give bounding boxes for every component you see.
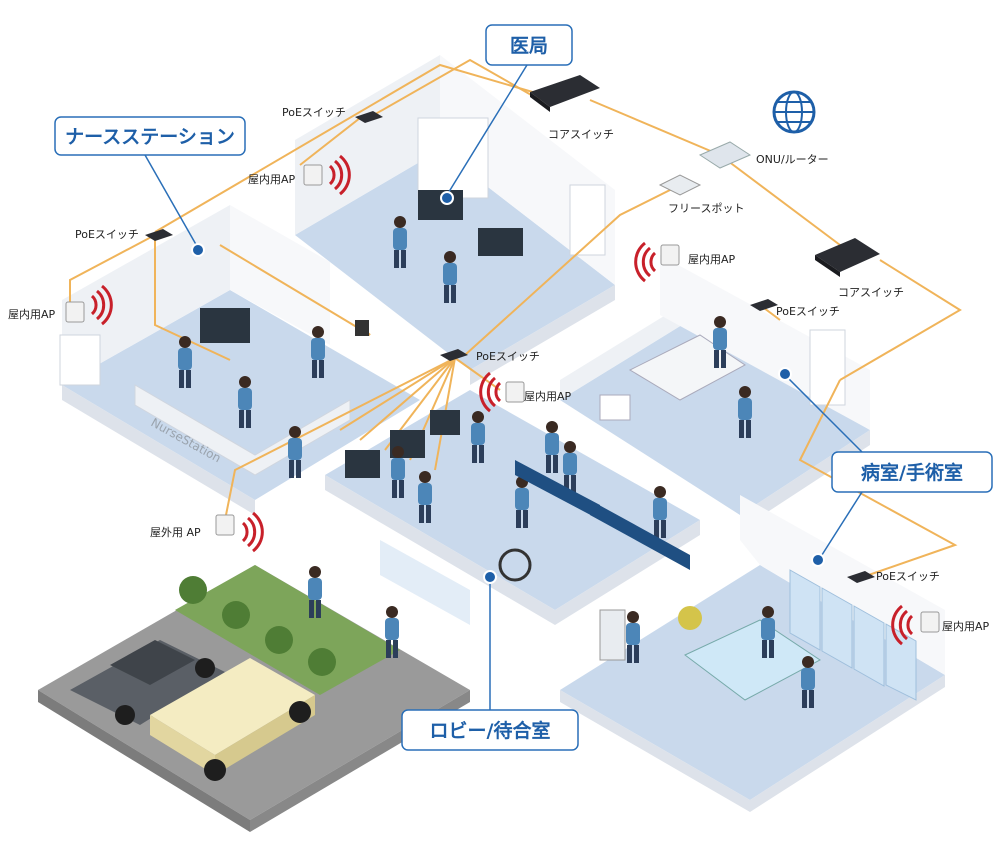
lobby-callout: ロビー/待合室	[401, 570, 579, 751]
ward-patients	[599, 316, 752, 438]
poe-switch-label: PoEスイッチ	[282, 106, 346, 119]
globe-icon	[772, 90, 816, 134]
poe-switch-label: PoEスイッチ	[776, 305, 840, 318]
core-switch-label: コアスイッチ	[838, 286, 904, 299]
indoor-ap-label: 屋内用AP	[8, 307, 56, 321]
core-switch-top	[530, 75, 600, 112]
nurse-station-title: ナースステーション	[65, 126, 235, 148]
gray-car	[70, 640, 225, 725]
van	[150, 658, 315, 781]
network-cables	[69, 58, 962, 579]
nurse-station-staff	[178, 308, 369, 478]
outdoor-ap-label: 屋外用 AP	[150, 526, 201, 539]
ikyoku-staff	[393, 190, 523, 303]
ward-or-callout: 病室/手術室	[778, 367, 993, 567]
ikyoku-title: 医局	[510, 35, 548, 57]
indoor-ap-label: 屋内用AP	[688, 252, 736, 266]
ward-or-title: 病室/手術室	[861, 461, 963, 484]
free-spot-label: フリースポット	[668, 202, 744, 215]
lobby-title: ロビー/待合室	[430, 719, 551, 742]
free-spot-device	[658, 174, 702, 196]
parking-lot	[38, 565, 470, 832]
core-switch-label: コアスイッチ	[548, 128, 614, 141]
outdoor-ap-icon	[215, 511, 264, 553]
or-staff	[599, 606, 821, 708]
indoor-ap-label: 屋内用AP	[942, 619, 990, 633]
indoor-ap-label: 屋内用AP	[248, 172, 296, 186]
core-switch-right	[815, 238, 880, 277]
poe-switch-label: PoEスイッチ	[75, 228, 139, 241]
onu-router-label: ONU/ルーター	[756, 153, 829, 166]
lobby-people	[345, 410, 690, 582]
poe-switch-label: PoEスイッチ	[476, 350, 540, 363]
onu-router-device	[698, 141, 752, 169]
nurse-station-callout: ナースステーション	[54, 116, 246, 257]
indoor-ap-label: 屋内用AP	[524, 389, 572, 403]
poe-switch-label: PoEスイッチ	[876, 570, 940, 583]
ikyoku-callout: 医局	[440, 24, 573, 205]
